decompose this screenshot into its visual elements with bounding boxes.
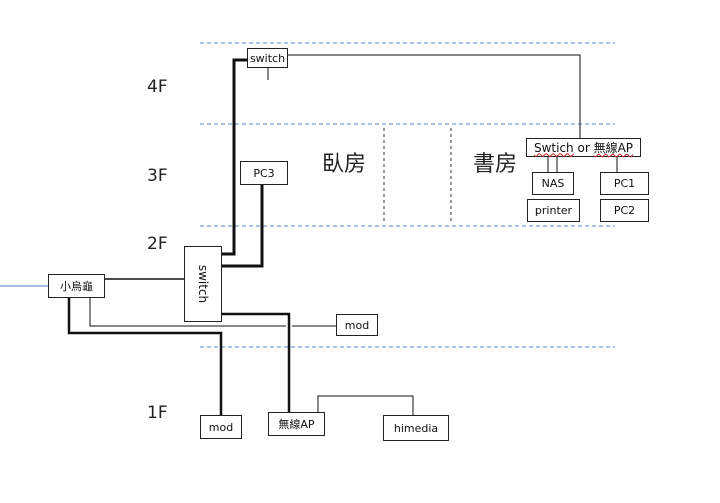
cable-switch-4f-study [288, 54, 581, 138]
room-label-bedroom: 臥房 [322, 152, 367, 177]
floor-label-2f: 2F [147, 234, 168, 254]
floor-label-1f: 1F [147, 403, 168, 423]
router: 小烏龜 [48, 274, 105, 298]
floor-label-3f: 3F [147, 166, 168, 186]
cable-router-mod-2f [89, 298, 286, 327]
nas: NAS [532, 172, 574, 195]
pc2: PC2 [600, 199, 649, 222]
room-label-study: 書房 [473, 152, 518, 177]
study-switch-word: Swtich [533, 140, 574, 155]
pc1: PC1 [600, 172, 649, 195]
cable-ap-himedia [317, 395, 414, 415]
himedia: himedia [383, 415, 449, 441]
cable-switch-pc3 [222, 185, 264, 268]
cable-switch-ap [222, 312, 291, 412]
switch-2f-label: switch [196, 264, 210, 304]
study-switch-or-ap: Swtich or 無線AP [526, 138, 641, 157]
study-switch-ap: 無線AP [593, 141, 634, 155]
switch-4f: switch [247, 48, 288, 68]
switch-2f: switch [184, 246, 222, 322]
floor-label-4f: 4F [147, 77, 168, 97]
mod-2f: mod [336, 314, 378, 336]
mod-1f: mod [200, 415, 242, 439]
cable-router-mod-1f [67, 298, 223, 415]
pc3: PC3 [240, 161, 288, 185]
printer: printer [527, 199, 580, 222]
cable-switch-2f-switch-4f [222, 58, 247, 256]
study-switch-or: or [573, 140, 594, 155]
wireless-ap-1f: 無線AP [268, 412, 325, 436]
